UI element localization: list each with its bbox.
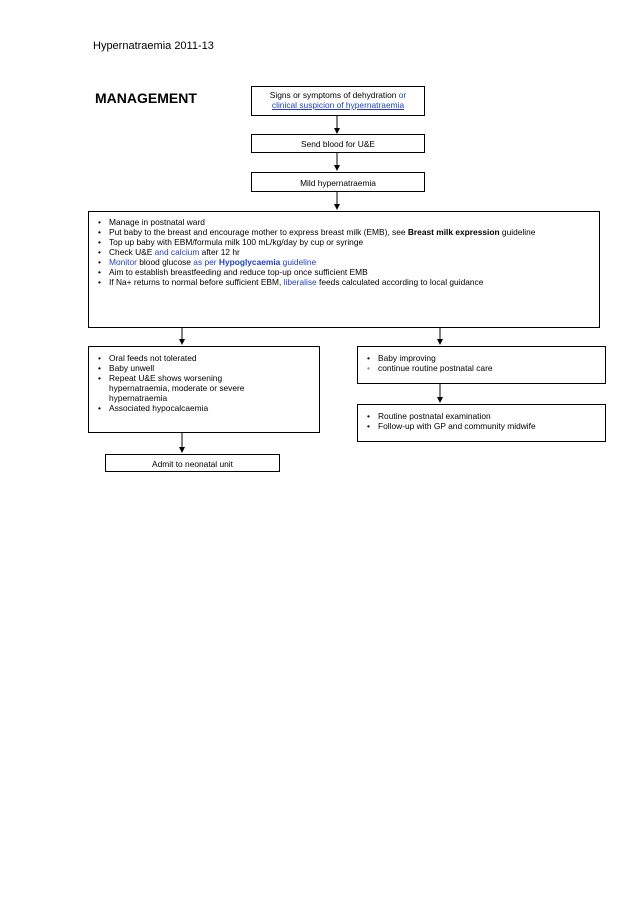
bullet-icon: • <box>367 411 370 421</box>
bullet-icon: • <box>98 373 101 383</box>
list-item: •Follow-up with GP and community midwife <box>367 421 536 431</box>
header-title: Hypernatraemia 2011-13 <box>93 40 214 52</box>
box3-text: Mild hypernatraemia <box>300 178 376 188</box>
list-item: •Manage in postnatal ward <box>98 217 205 227</box>
list-item: •Put baby to the breast and encourage mo… <box>98 227 536 237</box>
bullet-icon: • <box>98 353 101 363</box>
bullet-icon: • <box>98 227 101 237</box>
flow-box-escalation-criteria: •Oral feeds not tolerated •Baby unwell •… <box>88 346 320 433</box>
list-item: •continue routine postnatal care <box>367 363 493 373</box>
section-title-text: MANAGEMENT <box>95 90 197 106</box>
bullet-icon: • <box>98 403 101 413</box>
bullet-icon: • <box>367 421 370 431</box>
box1-text-a: Signs or symptoms of dehydration <box>269 90 399 100</box>
box1-text-b: clinical suspicion of hypernatraemia <box>271 100 405 110</box>
flow-box-admit-neonatal: Admit to neonatal unit <box>105 454 280 472</box>
follow-up-list: •Routine postnatal examination •Follow-u… <box>365 411 599 431</box>
list-item: •Top up baby with EBM/formula milk 100 m… <box>98 237 364 247</box>
bullet-icon: • <box>98 247 101 257</box>
list-item: •Baby improving <box>367 353 436 363</box>
bullet-icon: • <box>98 363 101 373</box>
page-header: Hypernatraemia 2011-13 <box>93 40 214 52</box>
flow-box-signs-symptoms: Signs or symptoms of dehydration or clin… <box>251 86 425 116</box>
flow-box-follow-up: •Routine postnatal examination •Follow-u… <box>357 404 606 442</box>
list-item: •Monitor blood glucose as per Hypoglycae… <box>98 257 317 267</box>
list-item: •If Na+ returns to normal before suffici… <box>98 277 484 287</box>
list-item: •Associated hypocalcaemia <box>98 403 209 413</box>
management-list: •Manage in postnatal ward •Put baby to t… <box>96 217 593 287</box>
box6-text: Admit to neonatal unit <box>151 459 233 469</box>
list-item: •Routine postnatal examination <box>367 411 491 421</box>
bullet-icon: • <box>98 237 101 247</box>
bullet-icon: • <box>98 257 101 267</box>
box1-text-or: or <box>398 90 407 100</box>
list-item: •Baby unwell <box>98 363 155 373</box>
bullet-icon: • <box>367 353 370 363</box>
list-item: •Repeat U&E shows worsening hypernatraem… <box>98 373 245 403</box>
flow-box-mild-hypernatraemia: Mild hypernatraemia <box>251 172 425 192</box>
section-title: MANAGEMENT <box>95 90 197 106</box>
escalation-list: •Oral feeds not tolerated •Baby unwell •… <box>96 353 313 413</box>
list-item: •Oral feeds not tolerated <box>98 353 197 363</box>
bullet-icon: • <box>98 267 101 277</box>
flow-box-send-blood: Send blood for U&E <box>251 134 425 153</box>
flow-box-management-steps: •Manage in postnatal ward •Put baby to t… <box>88 211 600 328</box>
flow-box-baby-improving: •Baby improving •continue routine postna… <box>357 346 606 384</box>
list-item: •Check U&E and calcium after 12 hr <box>98 247 240 257</box>
bullet-icon: • <box>367 363 370 373</box>
list-item: •Aim to establish breastfeeding and redu… <box>98 267 368 277</box>
bullet-icon: • <box>98 217 101 227</box>
improving-list: •Baby improving •continue routine postna… <box>365 353 599 373</box>
box2-text: Send blood for U&E <box>300 139 376 149</box>
bullet-icon: • <box>98 277 101 287</box>
